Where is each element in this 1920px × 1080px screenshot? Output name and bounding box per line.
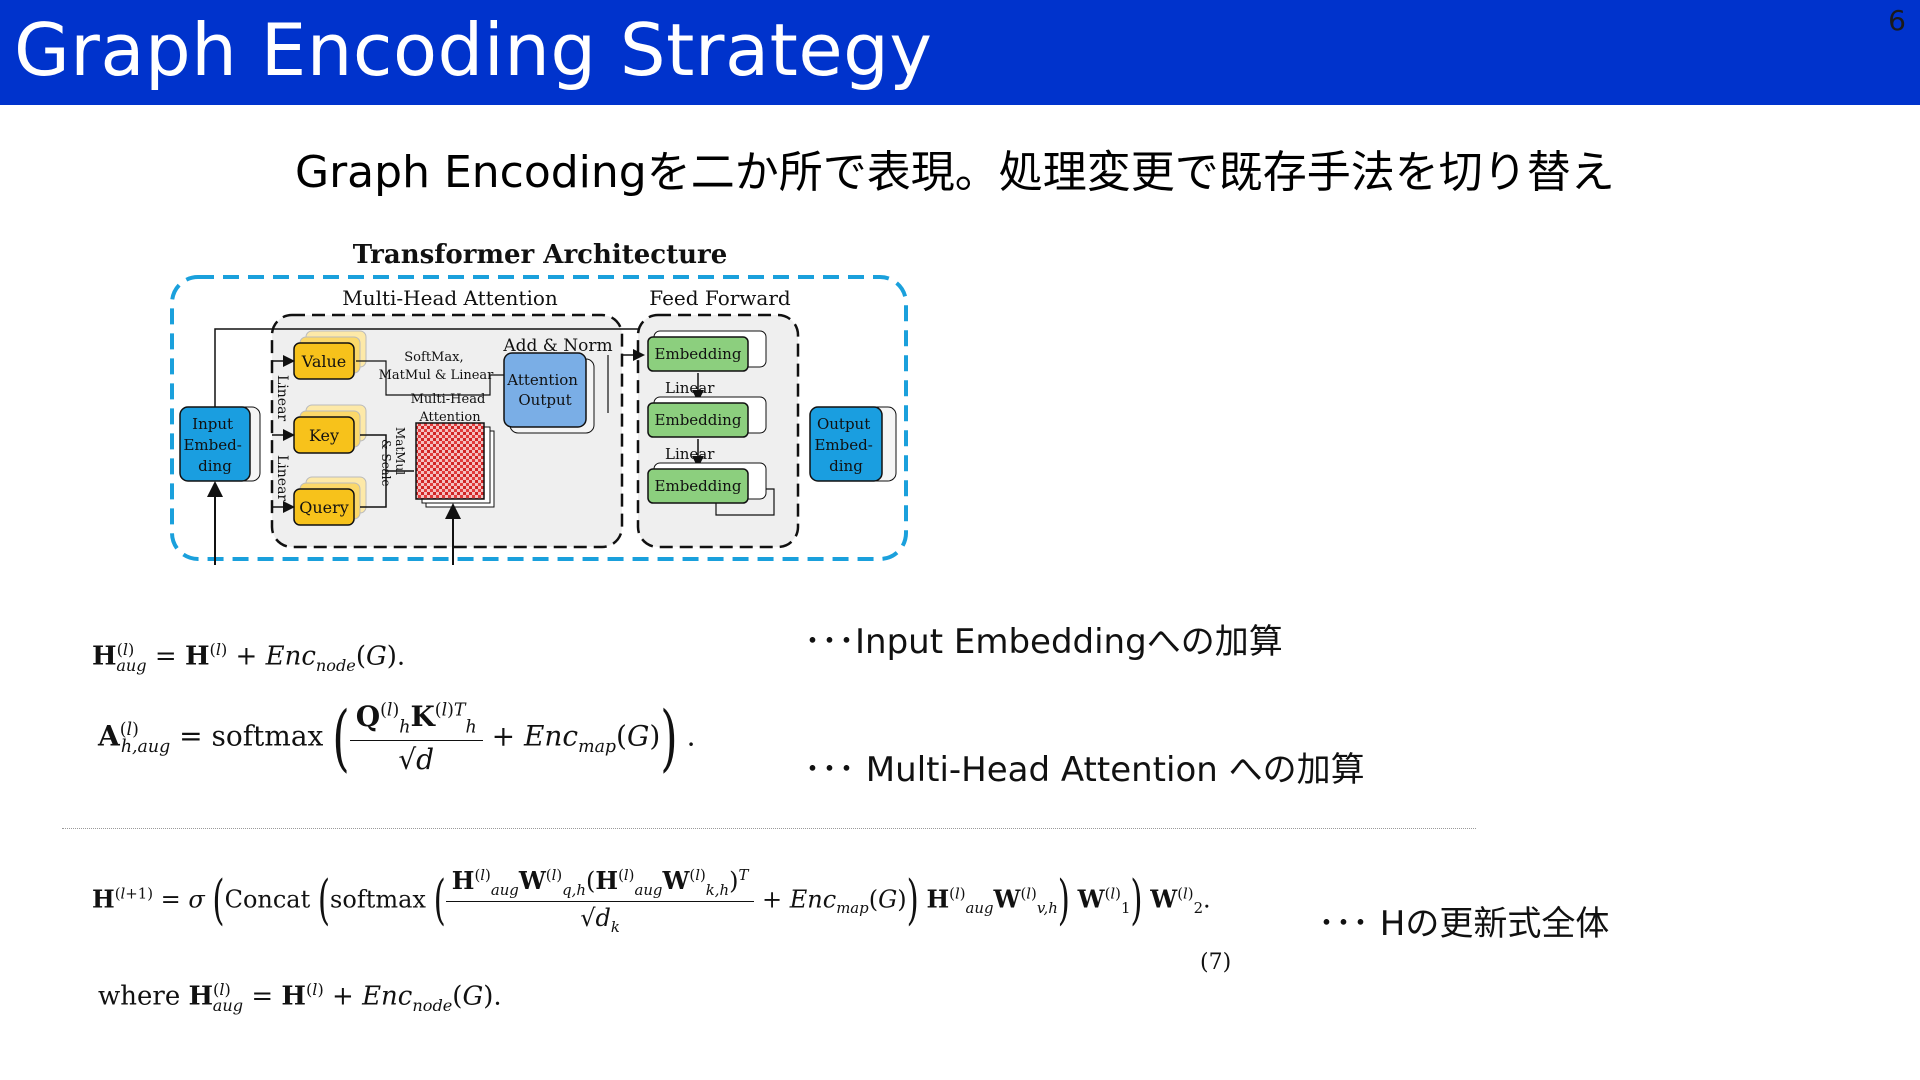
ff-linear-2: Linear: [665, 445, 715, 463]
equation-mha: A(l)h,aug = softmax (Q(l)hK(l)Th√d + Enc…: [98, 695, 696, 781]
value-label: Value: [301, 352, 347, 371]
svg-text:Input Embed- ding: Input Embed- ding: [183, 415, 246, 475]
divider-line: [62, 828, 1476, 829]
transformer-architecture-diagram: Transformer Architecture Multi-Head Atte…: [160, 225, 920, 570]
slide-subtitle: Graph Encodingを二か所で表現。処理変更で既存手法を切り替え: [295, 147, 1615, 198]
ff-label: Feed Forward: [649, 286, 791, 310]
ff-embedding-2: [647, 402, 749, 438]
note-mha: ･･･ Multi-Head Attention への加算: [804, 750, 1365, 790]
softmax-l2: MatMul & Linear: [379, 368, 495, 383]
scale-label: & Scale: [379, 439, 393, 487]
output-emb-l3: ding: [829, 457, 863, 475]
output-embedding-box: [809, 406, 883, 482]
ff-embedding-3-label: Embedding: [655, 477, 742, 495]
linear-label-1: Linear: [274, 375, 290, 421]
input-emb-l3: ding: [198, 457, 232, 475]
slide-title: Graph Encoding Strategy: [14, 8, 933, 92]
attn-out-l1: Attention: [506, 371, 578, 389]
svg-text:Attention Output: Attention Output: [506, 371, 582, 409]
svg-text:Output Embed- ding: Output Embed- ding: [814, 415, 877, 475]
ff-embedding-1: [647, 336, 749, 372]
ff-embedding-2-label: Embedding: [655, 411, 742, 429]
output-emb-l2: Embed-: [814, 436, 872, 454]
matmul-label: MatMul: [393, 427, 407, 475]
add-norm-label: Add & Norm: [502, 336, 612, 356]
attention-heatmap: [415, 422, 485, 500]
note-input-embedding: ･･･Input Embeddingへの加算: [804, 622, 1283, 662]
equation-where: where H(l)aug = H(l) + Encnode(G).: [98, 980, 502, 1015]
svg-text:SoftMax, MatMul & Linear: SoftMax, MatMul & Linear: [379, 350, 495, 383]
page-number: 6: [1888, 4, 1906, 37]
key-label: Key: [309, 426, 339, 445]
svg-text:Multi-Head Attention: Multi-Head Attention: [411, 392, 490, 425]
attention-output-box: [503, 352, 587, 428]
mha-inner-l1: Multi-Head: [411, 392, 486, 407]
attn-out-l2: Output: [518, 391, 571, 409]
ff-embedding-1-label: Embedding: [655, 345, 742, 363]
softmax-l1: SoftMax,: [404, 350, 463, 365]
ff-linear-1: Linear: [665, 379, 715, 397]
equation-number: (7): [1200, 950, 1232, 975]
outer-frame: [170, 275, 908, 561]
diagram-title: Transformer Architecture: [353, 240, 728, 270]
query-label: Query: [299, 498, 349, 517]
equation-input-embedding: H(l)aug = H(l) + Encnode(G).: [92, 640, 406, 675]
equation-update: H(l+1) = σ (Concat (softmax (H(l)augW(l)…: [92, 866, 1211, 936]
linear-label-2: Linear: [274, 455, 290, 501]
mha-label: Multi-Head Attention: [342, 286, 558, 310]
note-update: ･･･ Hの更新式全体: [1318, 904, 1610, 944]
input-emb-l2: Embed-: [183, 436, 241, 454]
where-word: where: [98, 981, 181, 1012]
title-bar: [0, 0, 1920, 105]
output-emb-l1: Output: [817, 415, 870, 433]
ff-embedding-3: [647, 468, 749, 504]
input-emb-l1: Input: [192, 415, 233, 433]
mha-inner-l2: Attention: [418, 410, 481, 425]
